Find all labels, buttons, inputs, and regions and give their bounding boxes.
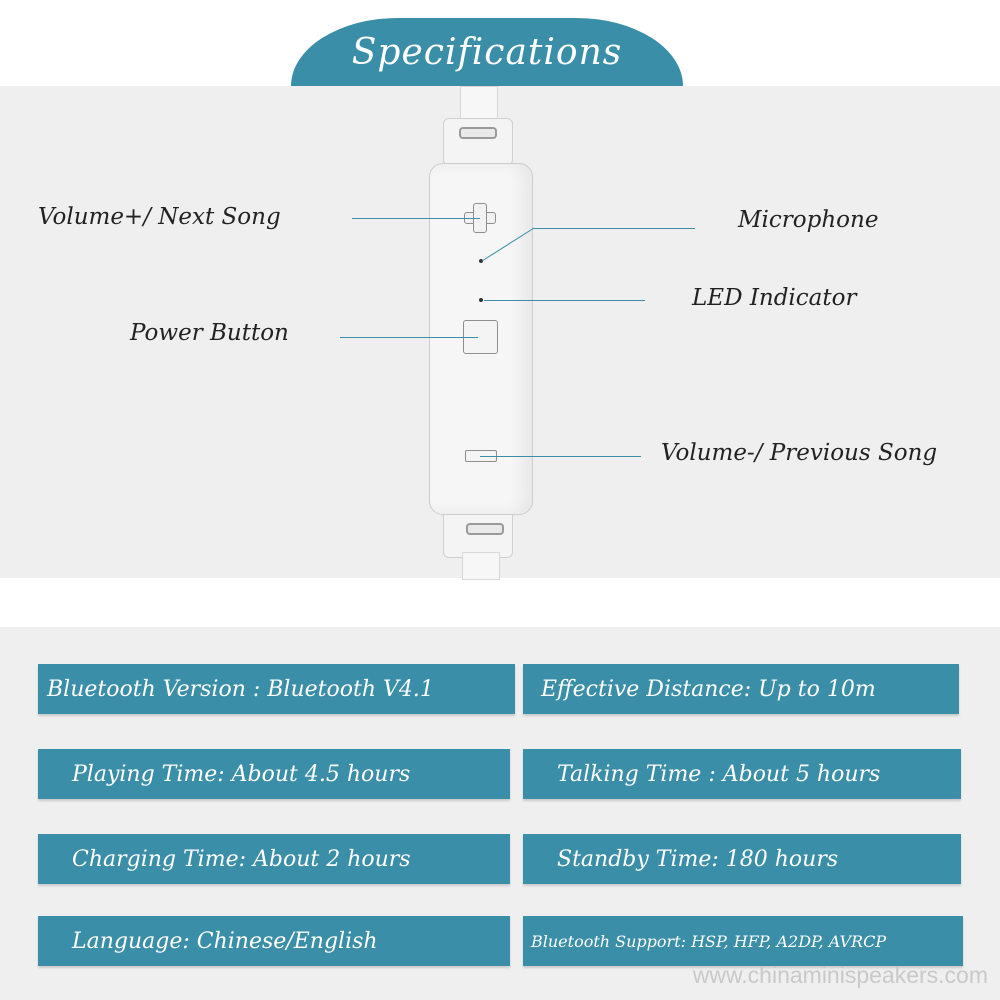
clip-slot-top [459,127,497,139]
label-volume-minus: Volume-/ Previous Song [661,440,938,466]
label-volume-plus: Volume+/ Next Song [38,204,281,230]
watermark: www.chinaminispeakers.com [692,962,988,988]
callout-line-microphone-diagonal [481,227,535,262]
label-microphone: Microphone [738,207,879,233]
spec-effective-distance: Effective Distance: Up to 10m [523,664,959,714]
spec-playing-time: Playing Time: About 4.5 hours [38,749,510,799]
plus-icon [474,213,485,222]
callout-line-volume-minus [480,456,641,457]
led-indicator [479,298,483,302]
callout-line-volume-plus [352,218,480,219]
spec-language: Language: Chinese/English [38,916,510,966]
spec-talking-time: Talking Time : About 5 hours [523,749,961,799]
clip-slot-bottom [466,523,504,535]
callout-line-power [340,337,478,338]
cable-clip-top [443,118,513,166]
label-led-indicator: LED Indicator [692,285,857,311]
label-power-button: Power Button [130,320,289,346]
page-title: Specifications [351,32,623,73]
spec-bluetooth-version: Bluetooth Version : Bluetooth V4.1 [38,664,515,714]
spec-standby-time: Standby Time: 180 hours [523,834,961,884]
callout-line-led [484,300,645,301]
callout-line-microphone [533,228,695,229]
microphone-hole [479,259,483,263]
spec-charging-time: Charging Time: About 2 hours [38,834,510,884]
header-tab: Specifications [291,18,683,86]
spec-bluetooth-support: Bluetooth Support: HSP, HFP, A2DP, AVRCP [523,916,963,966]
cable-bottom [462,552,500,580]
